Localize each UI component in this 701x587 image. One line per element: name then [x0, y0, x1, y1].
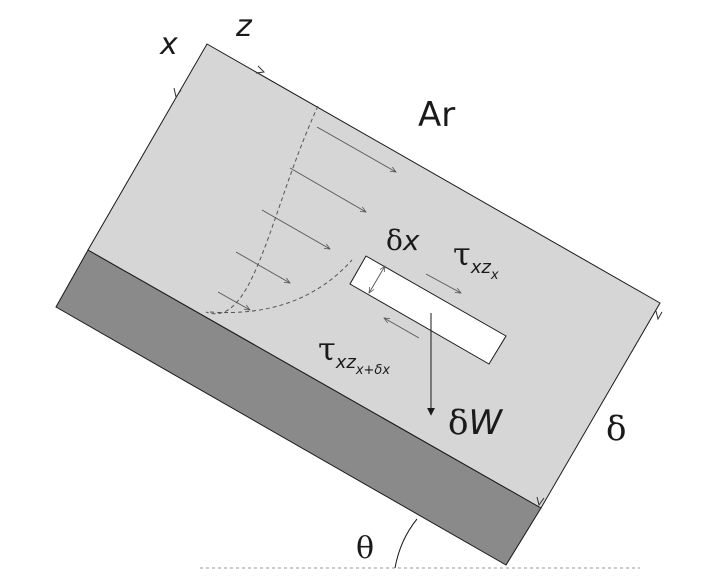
- thickness-label: δ: [606, 409, 626, 449]
- weight-label: δW: [448, 403, 503, 443]
- z-axis-label: z: [235, 9, 253, 44]
- shear-bottom-arrow: [384, 318, 420, 339]
- fluid-label: Ar: [418, 95, 455, 135]
- element-length-label: δx: [386, 224, 420, 257]
- x-axis-label: x: [159, 27, 178, 62]
- shear-top-label: τxzx: [453, 235, 499, 283]
- z-axis-arrow-icon: [255, 65, 266, 74]
- x-axis-arrow-icon: [173, 87, 182, 99]
- fluid-element: [349, 255, 507, 365]
- shear-top-arrow: [425, 273, 461, 293]
- velocity-arrow: [217, 291, 250, 310]
- angle-arc: [394, 518, 418, 569]
- velocity-arrow: [235, 251, 290, 283]
- velocity-profile-curve: [205, 105, 319, 315]
- angle-label: θ: [356, 531, 374, 566]
- shear-bottom-label: τxzx+δx: [318, 330, 390, 378]
- velocity-arrow: [289, 167, 366, 212]
- velocity-arrow: [261, 209, 330, 249]
- corner-arrow-bottom-icon: [536, 496, 545, 507]
- element-width-arrow: [369, 266, 385, 293]
- velocity-arrow: [316, 126, 396, 172]
- corner-arrow-right-icon: [655, 310, 663, 321]
